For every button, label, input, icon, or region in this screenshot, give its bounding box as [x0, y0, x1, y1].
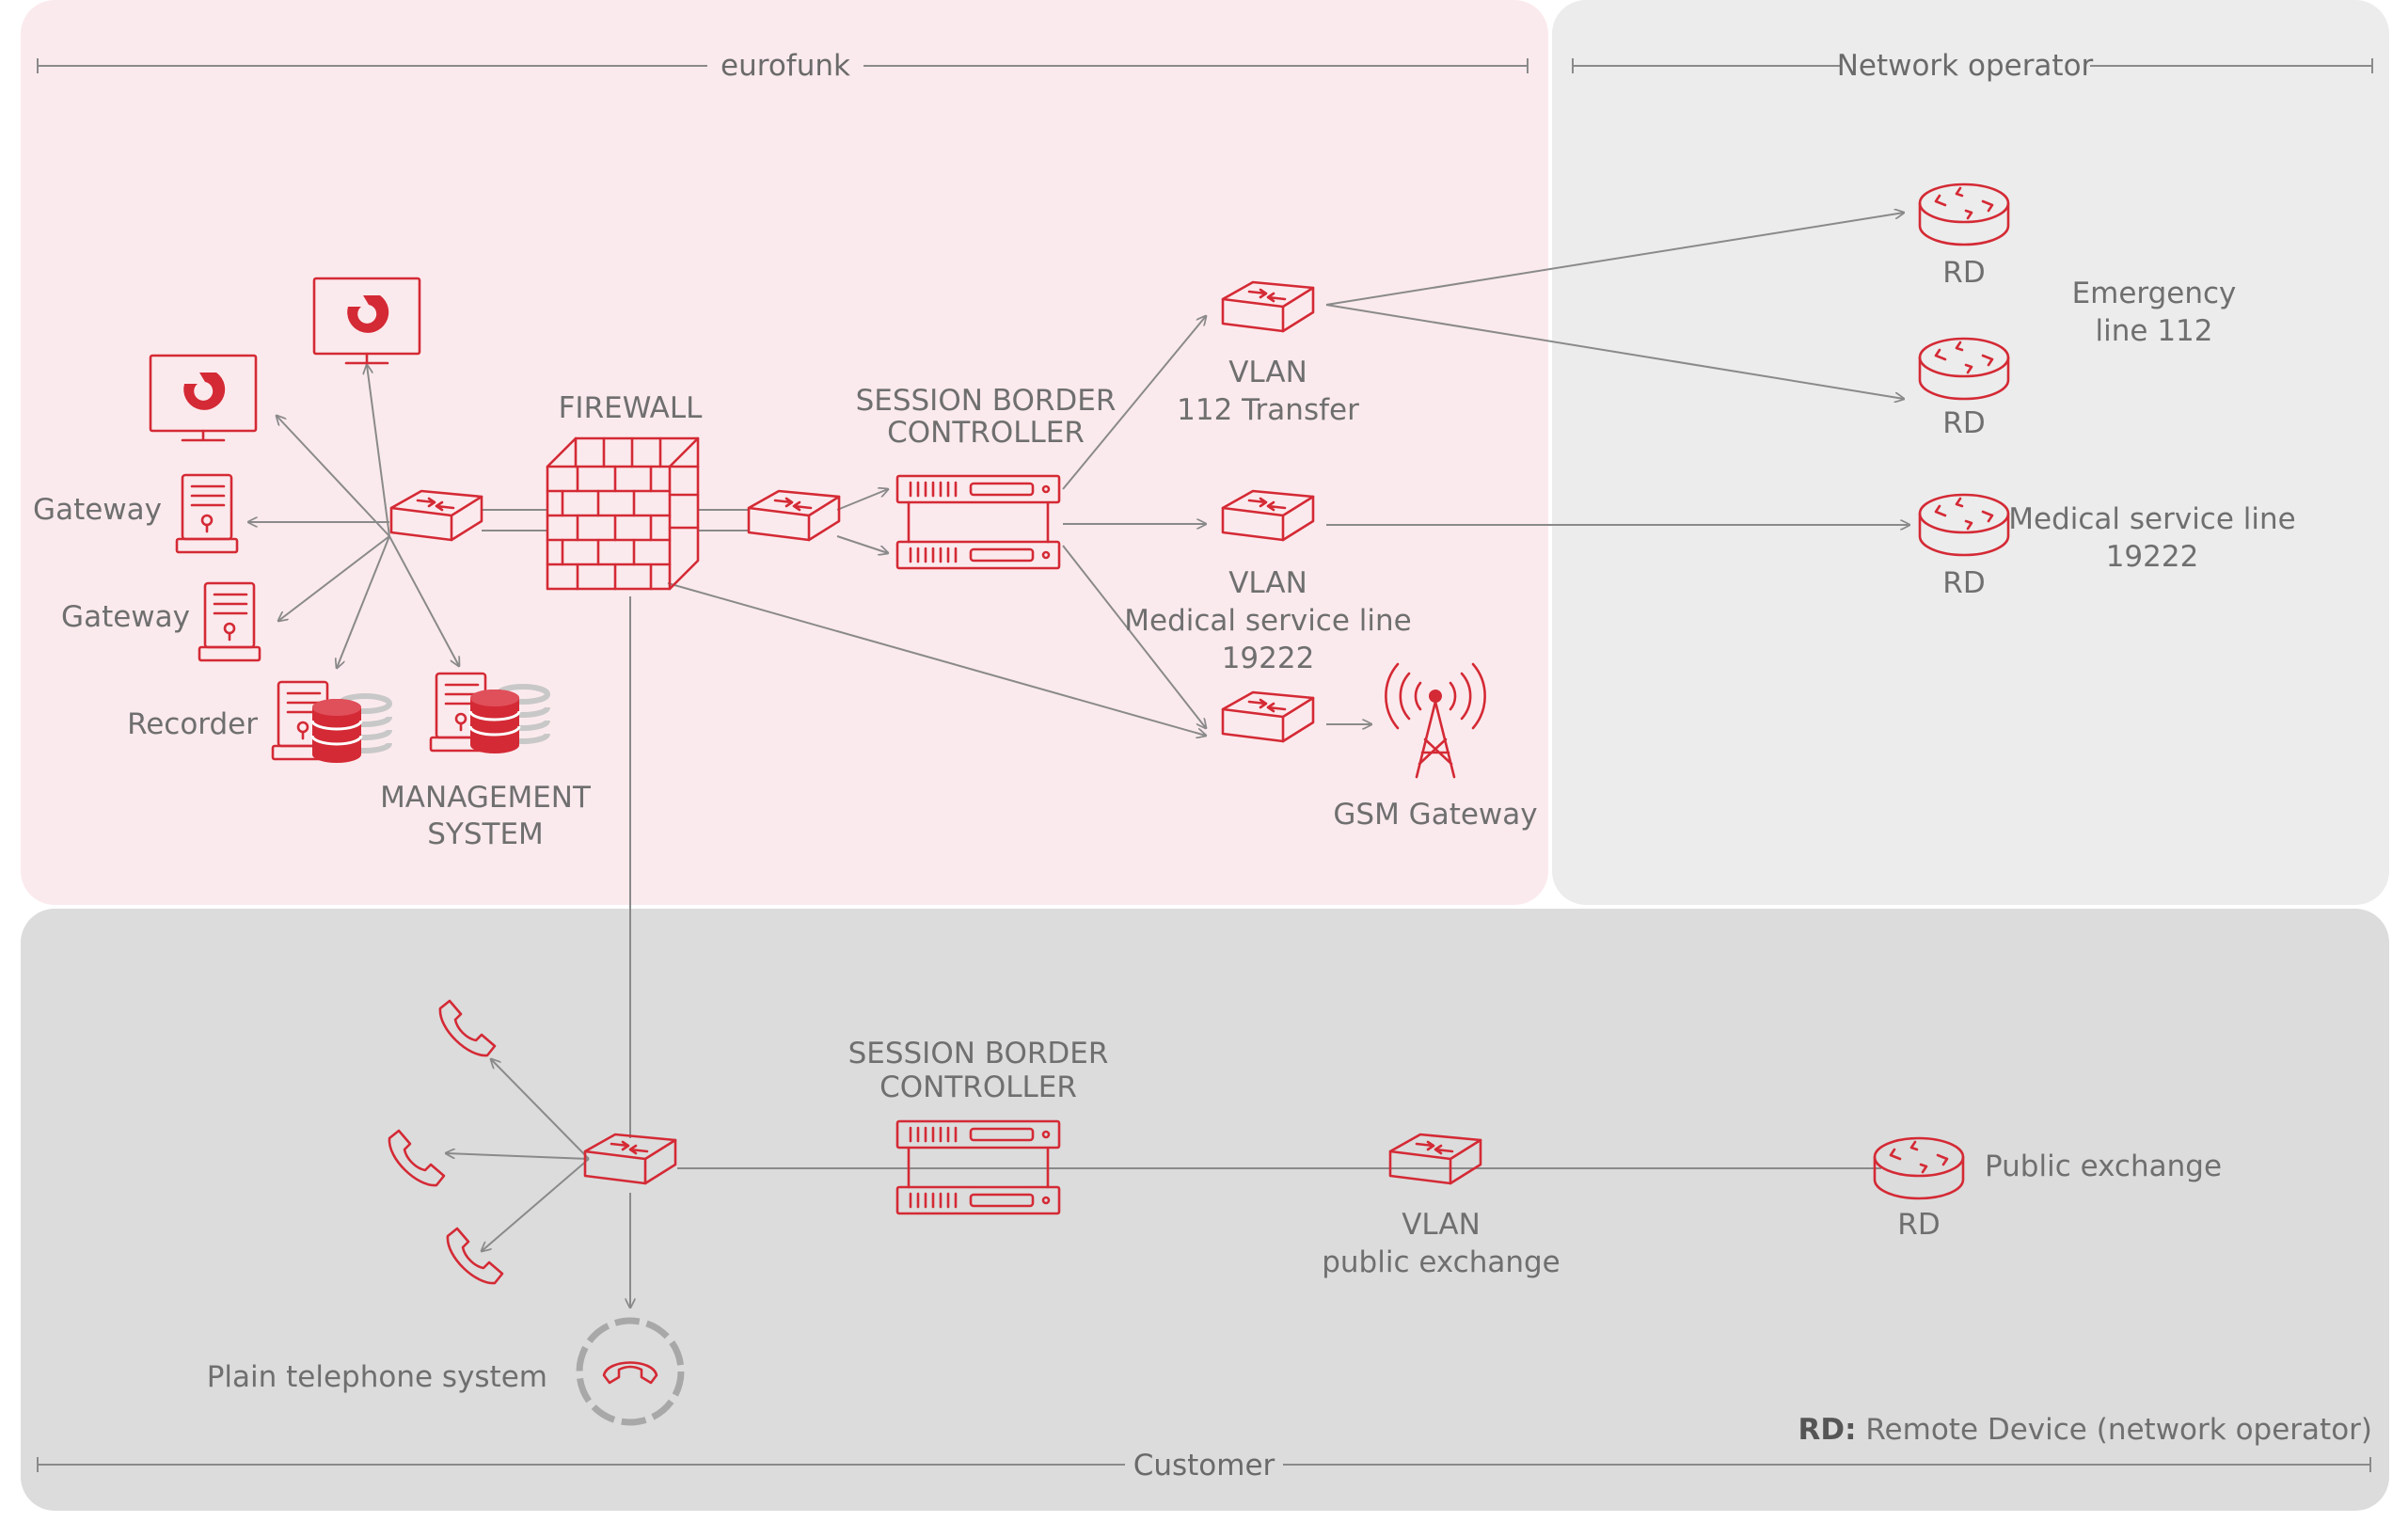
gateway-label-2: Gateway [61, 600, 190, 634]
sbc-top-label-line1: SESSION BORDER [856, 384, 1117, 418]
network-operator-zone-ruler: Network operator [1572, 49, 2373, 83]
firewall-label: FIREWALL [559, 391, 704, 425]
vlan-medical-label-line2: Medical service line [1124, 604, 1411, 638]
eurofunk-zone-ruler: eurofunk [37, 49, 1529, 83]
legend-key: RD: [1798, 1413, 1857, 1447]
vlan-public-label-line1: VLAN [1402, 1208, 1481, 1242]
public-exchange-label: Public exchange [1985, 1150, 2222, 1183]
gateway-label-1: Gateway [33, 493, 162, 527]
vlan-112-label-line2: 112 Transfer [1177, 393, 1359, 427]
antenna-icon [1385, 662, 1486, 779]
eurofunk-zone [21, 0, 1548, 905]
network-operator-zone-label: Network operator [1837, 49, 2094, 83]
plain-telephone-system-label: Plain telephone system [207, 1360, 547, 1394]
customer-zone [21, 909, 2389, 1511]
gsm-gateway-label: GSM Gateway [1333, 798, 1537, 832]
rd-label-3: RD [1942, 566, 1985, 600]
sbc-bottom-label-line1: SESSION BORDER [848, 1037, 1109, 1070]
legend-description: Remote Device (network operator) [1857, 1413, 2372, 1447]
connections [248, 213, 1909, 1308]
network-operator-zone [1552, 0, 2389, 905]
medical-service-line-label-1: Medical service line [2008, 502, 2295, 536]
eurofunk-zone-label: eurofunk [721, 49, 850, 83]
rd-label-1: RD [1942, 256, 1985, 290]
management-system-label-line1: MANAGEMENT [380, 781, 592, 815]
legend-text: RD: Remote Device (network operator) [1798, 1413, 2372, 1447]
management-system-label-line2: SYSTEM [427, 817, 544, 851]
emergency-line-label-2: line 112 [2096, 314, 2213, 348]
vlan-112-label-line1: VLAN [1228, 356, 1307, 389]
firewall-icon [546, 436, 700, 591]
vlan-public-label-line2: public exchange [1322, 1245, 1560, 1279]
sbc-bottom-label-line2: CONTROLLER [879, 1070, 1077, 1104]
telephone-system-icon [576, 1317, 685, 1426]
vlan-medical-label-line3: 19222 [1222, 642, 1315, 675]
vlan-medical-label-line1: VLAN [1228, 566, 1307, 600]
rd-public-label: RD [1897, 1208, 1940, 1242]
emergency-line-label-1: Emergency [2072, 277, 2237, 310]
sbc-top-label-line2: CONTROLLER [887, 416, 1085, 450]
customer-zone-label: Customer [1133, 1449, 1275, 1483]
medical-service-line-label-2: 19222 [2106, 540, 2199, 574]
customer-zone-ruler: Customer [37, 1449, 2371, 1483]
rd-label-2: RD [1942, 406, 1985, 440]
recorder-label: Recorder [127, 707, 258, 741]
